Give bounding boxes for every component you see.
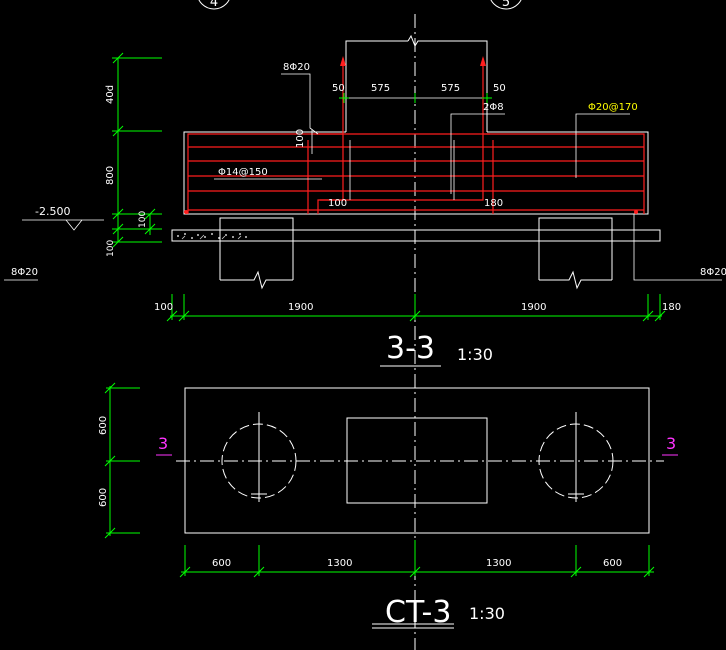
section-scale: 1:30 <box>457 345 493 364</box>
dim-cover-bottom-left: 100 <box>328 198 347 209</box>
section-mark-right-label: 3 <box>666 434 676 453</box>
pile-left <box>219 217 294 290</box>
section-mark-left: 3 <box>156 434 172 456</box>
dim-bottom-right-span: 1900 <box>521 302 546 313</box>
rebar-label-bottom-left: 8Φ20 <box>11 267 38 278</box>
plan-ct-3: 3 3 600 600 <box>98 382 678 630</box>
elevation-marker <box>22 219 104 231</box>
section-mark-left-label: 3 <box>158 434 168 453</box>
pile-plan-left <box>221 412 297 502</box>
leader-top-right <box>575 113 630 178</box>
dim-bottom-right-edge: 180 <box>662 302 681 313</box>
leader-bottom-right <box>633 214 722 281</box>
section-3-3: 4 5 <box>4 0 726 650</box>
grid-axis-4: 4 <box>198 0 230 10</box>
dim-top-left-edge: 50 <box>332 83 345 94</box>
dim-anchorage: 40d <box>105 85 116 104</box>
rebar-cage <box>187 58 645 214</box>
section-mark-right: 3 <box>662 434 678 456</box>
dim-bed-upper: 100 <box>138 211 148 228</box>
rebar-label-top-right: Φ20@170 <box>588 102 638 113</box>
plan-horizontal-dims <box>179 540 655 578</box>
dim-depth: 800 <box>105 166 116 185</box>
rebar-label-stirrup: Φ14@150 <box>218 167 268 178</box>
rebar-label-bottom-right: 8Φ20 <box>700 267 726 278</box>
column-stub <box>345 34 488 132</box>
inner-dim-ticks <box>339 93 492 103</box>
plan-dim-lower: 600 <box>98 488 109 507</box>
bedding-layer <box>171 229 661 242</box>
grid-axis-4-label: 4 <box>210 0 218 10</box>
column-bar-ends <box>184 56 638 214</box>
dim-top-right-edge: 50 <box>493 83 506 94</box>
dim-bottom-left-edge: 100 <box>154 302 173 313</box>
section-title: 3-3 <box>386 331 435 366</box>
grid-axis-5: 5 <box>490 0 522 10</box>
plan-dim-upper: 600 <box>98 416 109 435</box>
plan-dim-d4: 600 <box>603 558 622 569</box>
dim-top-right-half: 575 <box>441 83 460 94</box>
elevation-label: -2.500 <box>35 205 70 218</box>
pile-cap-outline <box>183 131 649 215</box>
dim-cover-bottom-right: 180 <box>484 198 503 209</box>
plan-vertical-dims <box>104 382 140 539</box>
plan-scale: 1:30 <box>469 604 505 623</box>
horizontal-dim-chain <box>166 294 666 322</box>
vertical-dim-chain <box>112 52 162 248</box>
plan-dim-d1: 600 <box>212 558 231 569</box>
pile-right <box>538 217 613 290</box>
grid-axis-5-label: 5 <box>502 0 510 10</box>
plan-title: CT-3 <box>385 595 451 630</box>
leader-column-bars <box>450 113 505 194</box>
rebar-label-column-bars: 2Φ8 <box>483 102 504 113</box>
dim-cover-top: 100 <box>295 129 306 148</box>
dim-bottom-left-span: 1900 <box>288 302 313 313</box>
plan-dim-d3: 1300 <box>486 558 511 569</box>
plan-dim-d2: 1300 <box>327 558 352 569</box>
dim-top-left-half: 575 <box>371 83 390 94</box>
inner-dims <box>311 97 487 200</box>
leader-top-left <box>281 73 319 135</box>
rebar-label-top-left: 8Φ20 <box>283 62 310 73</box>
dim-bed-lower: 100 <box>106 240 116 257</box>
concrete-hatch <box>177 233 247 240</box>
pile-plan-right <box>538 412 614 502</box>
